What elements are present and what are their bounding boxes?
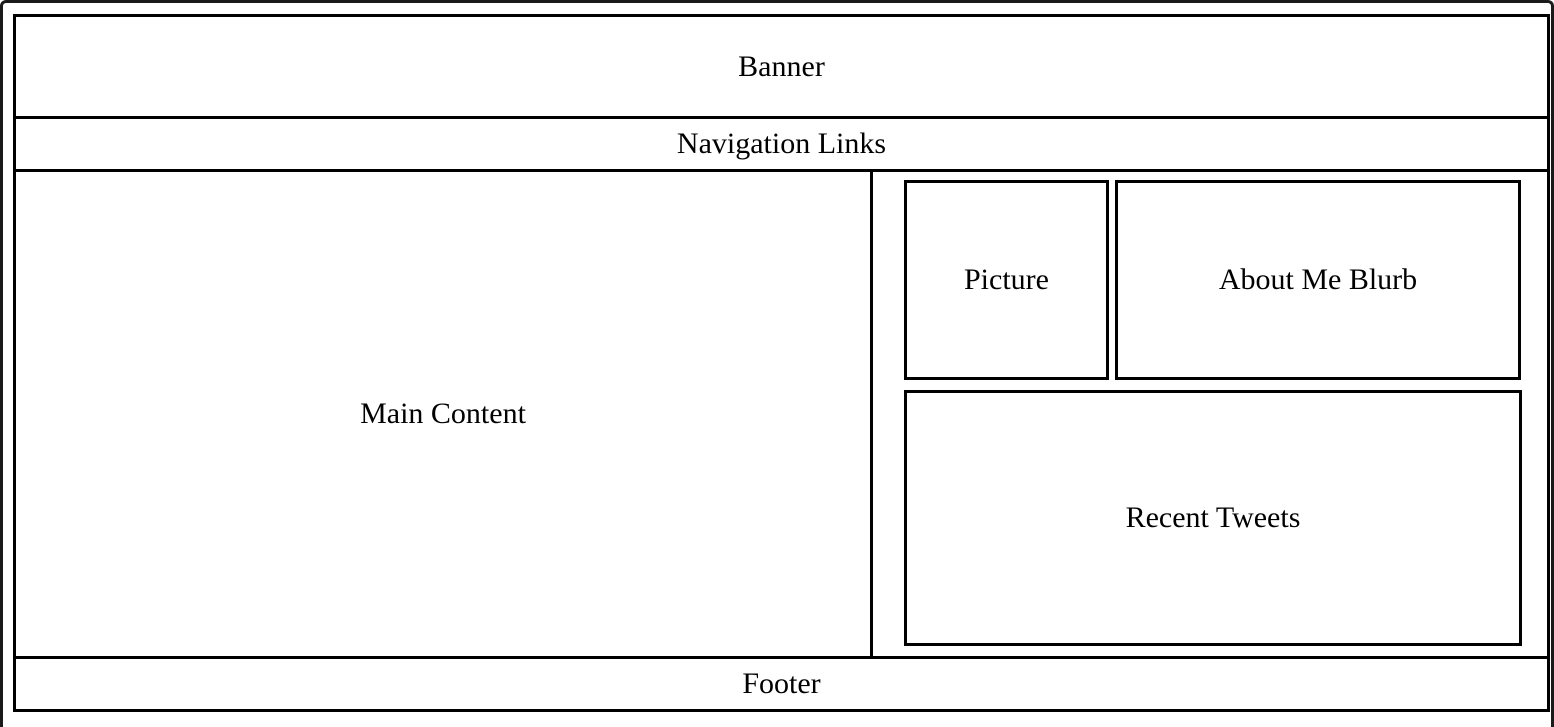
banner-region: Banner [13,14,1550,119]
picture-region: Picture [904,180,1109,380]
navigation-region: Navigation Links [13,116,1550,172]
footer-label: Footer [742,667,821,700]
main-content-label: Main Content [360,397,526,430]
picture-label: Picture [964,263,1049,296]
recent-tweets-label: Recent Tweets [1125,501,1301,534]
recent-tweets-region: Recent Tweets [904,390,1522,646]
banner-label: Banner [738,49,825,83]
footer-region: Footer [13,656,1550,712]
navigation-label: Navigation Links [676,127,887,160]
main-content-region: Main Content [13,169,873,659]
about-me-region: About Me Blurb [1115,180,1521,380]
about-me-label: About Me Blurb [1218,263,1418,296]
